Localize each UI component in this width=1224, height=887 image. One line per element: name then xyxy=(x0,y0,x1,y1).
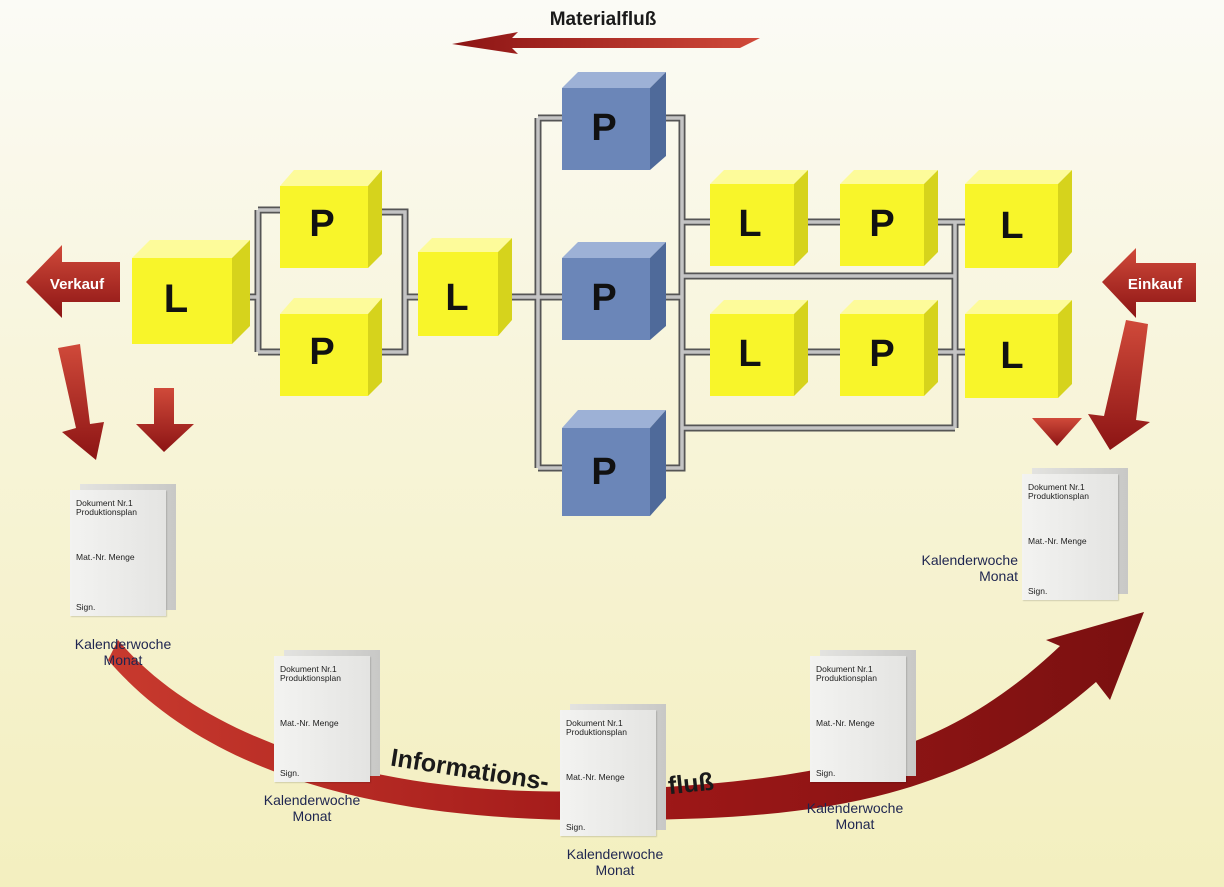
document-right-title: Dokument Nr.1 xyxy=(1028,482,1085,492)
storage-box-right-a1: L xyxy=(710,170,808,266)
storage-box-right-a2-label: L xyxy=(1000,205,1023,247)
document-left: Dokument Nr.1 Produktionsplan Mat.-Nr. M… xyxy=(70,484,176,616)
document-bottom-center-caption-month: Monat xyxy=(595,862,635,878)
document-bottom-center-signature: Sign. xyxy=(566,822,586,832)
production-box-right-b-label: P xyxy=(869,333,894,375)
storage-box-right-b1: L xyxy=(710,300,808,396)
document-bottom-center-caption: Kalenderwoche Monat xyxy=(545,846,685,878)
sales-label: Verkauf xyxy=(50,276,105,293)
production-box-right-b: P xyxy=(840,300,938,396)
document-bottom-left-fields: Mat.-Nr. Menge xyxy=(280,718,339,728)
down-arrow-left-2 xyxy=(136,388,194,452)
document-bottom-center: Dokument Nr.1 Produktionsplan Mat.-Nr. M… xyxy=(560,704,666,836)
storage-box-middle: L xyxy=(418,238,512,336)
production-box-upper-left: P xyxy=(280,170,382,268)
document-bottom-left-caption-month: Monat xyxy=(292,808,332,824)
production-box-upper-left-label: P xyxy=(309,203,334,245)
production-box-lower-left-label: P xyxy=(309,331,334,373)
production-box-right-a-label: P xyxy=(869,203,894,245)
document-right: Dokument Nr.1 Produktionsplan Mat.-Nr. M… xyxy=(1022,468,1128,600)
document-bottom-right-caption: Kalenderwoche Monat xyxy=(785,800,925,832)
document-bottom-right-title: Dokument Nr.1 xyxy=(816,664,873,674)
material-flow-label: Materialfluß xyxy=(550,9,657,30)
storage-box-right-a2: L xyxy=(965,170,1072,268)
document-right-fields: Mat.-Nr. Menge xyxy=(1028,536,1087,546)
document-bottom-right: Dokument Nr.1 Produktionsplan Mat.-Nr. M… xyxy=(810,650,916,782)
information-flow-label-part2: fluß xyxy=(667,768,716,801)
down-arrow-right-1 xyxy=(1032,418,1082,446)
material-flow-arrow xyxy=(452,32,760,54)
document-bottom-right-signature: Sign. xyxy=(816,768,836,778)
document-bottom-left-caption-week: Kalenderwoche xyxy=(263,792,361,808)
storage-box-right-b1-label: L xyxy=(738,333,761,375)
document-left-signature: Sign. xyxy=(76,602,96,612)
document-bottom-left-caption: Kalenderwoche Monat xyxy=(242,792,382,824)
document-bottom-center-caption-week: Kalenderwoche xyxy=(566,846,664,862)
document-left-caption: Kalenderwoche Monat xyxy=(58,636,188,668)
document-left-caption-week: Kalenderwoche xyxy=(74,636,172,652)
production-box-blue-middle: P xyxy=(562,242,666,340)
production-box-blue-bottom-label: P xyxy=(591,451,616,493)
storage-box-middle-label: L xyxy=(445,277,468,319)
document-bottom-right-fields: Mat.-Nr. Menge xyxy=(816,718,875,728)
document-left-subtitle: Produktionsplan xyxy=(76,507,137,517)
storage-box-right-b2-label: L xyxy=(1000,335,1023,377)
document-right-signature: Sign. xyxy=(1028,586,1048,596)
document-left-fields: Mat.-Nr. Menge xyxy=(76,552,135,562)
storage-box-left-label: L xyxy=(164,277,188,321)
document-bottom-center-title: Dokument Nr.1 xyxy=(566,718,623,728)
storage-box-right-a1-label: L xyxy=(738,203,761,245)
document-bottom-center-fields: Mat.-Nr. Menge xyxy=(566,772,625,782)
document-right-front-sheet: Dokument Nr.1 Produktionsplan Mat.-Nr. M… xyxy=(1022,474,1118,600)
document-right-caption-week: Kalenderwoche xyxy=(921,552,1018,568)
document-bottom-left-subtitle: Produktionsplan xyxy=(280,673,341,683)
production-box-blue-top: P xyxy=(562,72,666,170)
production-box-right-a: P xyxy=(840,170,938,266)
storage-box-right-b2: L xyxy=(965,300,1072,398)
down-arrow-left-1 xyxy=(58,344,104,460)
document-right-caption-month: Monat xyxy=(979,568,1018,584)
document-bottom-left-signature: Sign. xyxy=(280,768,300,778)
document-right-caption: Kalenderwoche Monat xyxy=(894,552,1018,584)
document-bottom-right-subtitle: Produktionsplan xyxy=(816,673,877,683)
production-box-blue-top-label: P xyxy=(591,107,616,149)
document-right-subtitle: Produktionsplan xyxy=(1028,491,1089,501)
document-bottom-left-title: Dokument Nr.1 xyxy=(280,664,337,674)
document-bottom-right-front-sheet: Dokument Nr.1 Produktionsplan Mat.-Nr. M… xyxy=(810,656,906,782)
storage-box-left: L xyxy=(132,240,250,344)
production-box-lower-left: P xyxy=(280,298,382,396)
purchasing-label: Einkauf xyxy=(1128,276,1183,293)
document-left-caption-month: Monat xyxy=(103,652,143,668)
document-left-front-sheet: Dokument Nr.1 Produktionsplan Mat.-Nr. M… xyxy=(70,490,166,616)
document-bottom-left: Dokument Nr.1 Produktionsplan Mat.-Nr. M… xyxy=(274,650,380,782)
production-box-blue-bottom: P xyxy=(562,410,666,516)
document-bottom-left-front-sheet: Dokument Nr.1 Produktionsplan Mat.-Nr. M… xyxy=(274,656,370,782)
sales-arrow: Verkauf xyxy=(26,245,120,318)
document-left-title: Dokument Nr.1 xyxy=(76,498,133,508)
production-box-blue-middle-label: P xyxy=(591,277,616,319)
document-bottom-right-caption-month: Monat xyxy=(835,816,875,832)
document-bottom-center-subtitle: Produktionsplan xyxy=(566,727,627,737)
document-bottom-center-front-sheet: Dokument Nr.1 Produktionsplan Mat.-Nr. M… xyxy=(560,710,656,836)
down-arrow-right-2 xyxy=(1088,320,1150,450)
purchasing-arrow: Einkauf xyxy=(1102,248,1196,318)
document-bottom-right-caption-week: Kalenderwoche xyxy=(806,800,904,816)
